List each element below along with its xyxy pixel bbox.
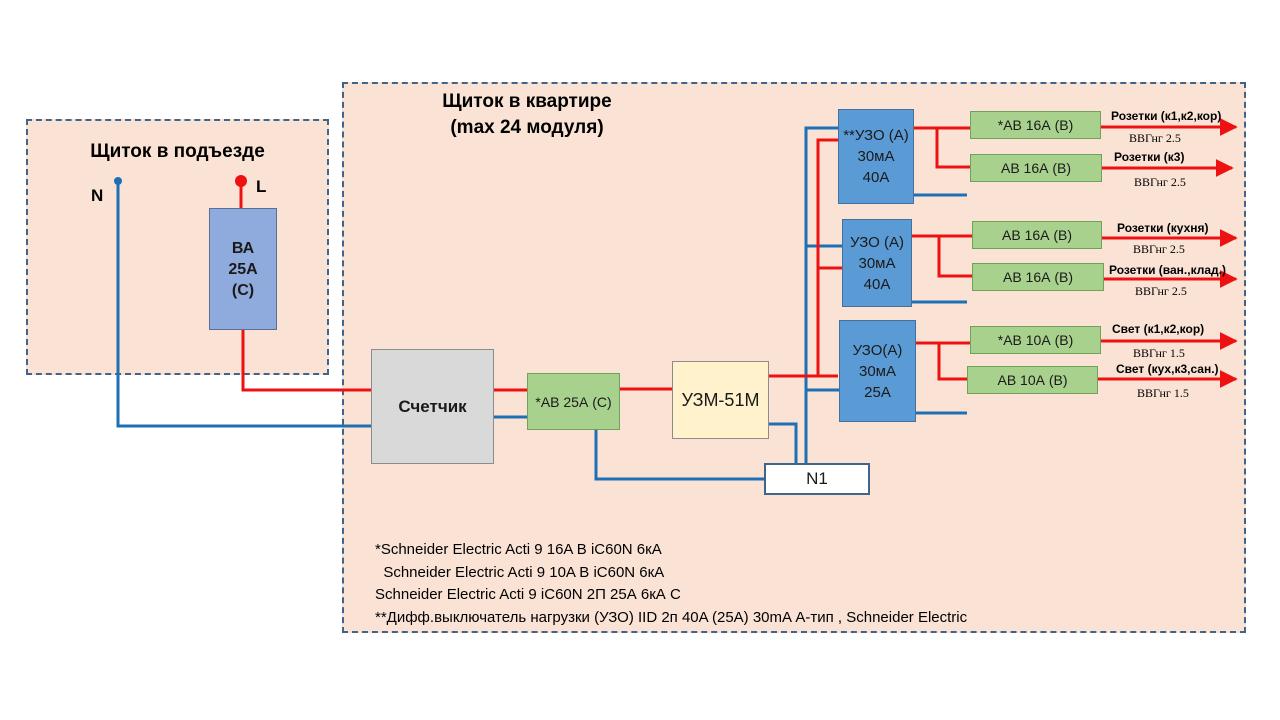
load-label-5: Свет (к1,к2,кор) — [1112, 322, 1205, 336]
neutral-bus: N1 — [764, 463, 870, 495]
neutral-terminal-dot — [114, 177, 122, 185]
cable-label-3: ВВГнг 2.5 — [1133, 242, 1185, 256]
rcd-2: УЗО (А) 30мА 40А — [842, 219, 912, 307]
cable-label-2: ВВГнг 2.5 — [1134, 175, 1186, 189]
entrance-panel-title: Щиток в подъезде — [90, 141, 265, 162]
voltage-relay: УЗМ-51М — [672, 361, 769, 439]
neutral-wire-input — [116, 182, 371, 428]
input-breaker: ВА 25А (С) — [209, 208, 277, 330]
rcd-3: УЗО(А) 30мА 25А — [839, 320, 916, 422]
load-label-2: Розетки (к3) — [1114, 150, 1185, 164]
load-label-1: Розетки (к1,к2,кор) — [1111, 109, 1222, 123]
main-breaker: *АВ 25А (С) — [527, 373, 620, 430]
circuit-breaker-1: *АВ 16А (B) — [970, 111, 1101, 139]
load-label-6: Свет (кух,к3,сан.) — [1116, 362, 1219, 376]
circuit-breaker-6: АВ 10А (B) — [967, 366, 1098, 394]
cable-label-6: ВВГнг 1.5 — [1137, 386, 1189, 400]
electricity-meter: Счетчик — [371, 349, 494, 464]
note-line-3: Schneider Electric Acti 9 iC60N 2П 25А 6… — [375, 586, 681, 603]
phase-rcd1-branch — [935, 128, 970, 169]
circuit-breaker-2: АВ 16А (B) — [970, 154, 1102, 182]
circuit-breaker-4: АВ 16А (B) — [972, 263, 1104, 291]
load-label-3: Розетки (кухня) — [1117, 221, 1209, 235]
phase-wire-input-meter — [241, 330, 371, 392]
rcd-1: **УЗО (А) 30мА 40А — [838, 109, 914, 204]
neutral-wire-relay-bus — [768, 422, 798, 463]
apartment-panel-title: Щиток в квартире (max 24 модуля) — [442, 91, 612, 138]
phase-riser — [816, 138, 838, 376]
neutral-terminal-label: N — [91, 186, 104, 205]
cable-label-5: ВВГнг 1.5 — [1133, 346, 1185, 360]
phase-terminal-label: L — [256, 177, 267, 196]
cable-label-1: ВВГнг 2.5 — [1129, 131, 1181, 145]
phase-terminal-dot — [235, 175, 247, 187]
neutral-wire-breaker-bus — [594, 430, 764, 481]
load-label-4: Розетки (ван.,клад.) — [1109, 263, 1226, 277]
note-line-2: Schneider Electric Acti 9 10A B iC60N 6к… — [375, 564, 665, 581]
note-line-4: **Дифф.выключатель нагрузки (УЗО) IID 2п… — [375, 609, 968, 626]
circuit-breaker-5: *АВ 10А (B) — [970, 326, 1101, 354]
neutral-riser — [804, 126, 838, 463]
cable-label-4: ВВГнг 2.5 — [1135, 284, 1187, 298]
note-line-1: *Schneider Electric Acti 9 16A B iC60N 6… — [375, 541, 662, 558]
phase-rcd3-branch — [937, 343, 967, 381]
circuit-breaker-3: АВ 16А (B) — [972, 221, 1102, 249]
phase-rcd2-branch — [937, 236, 972, 278]
entrance-panel — [26, 119, 329, 375]
